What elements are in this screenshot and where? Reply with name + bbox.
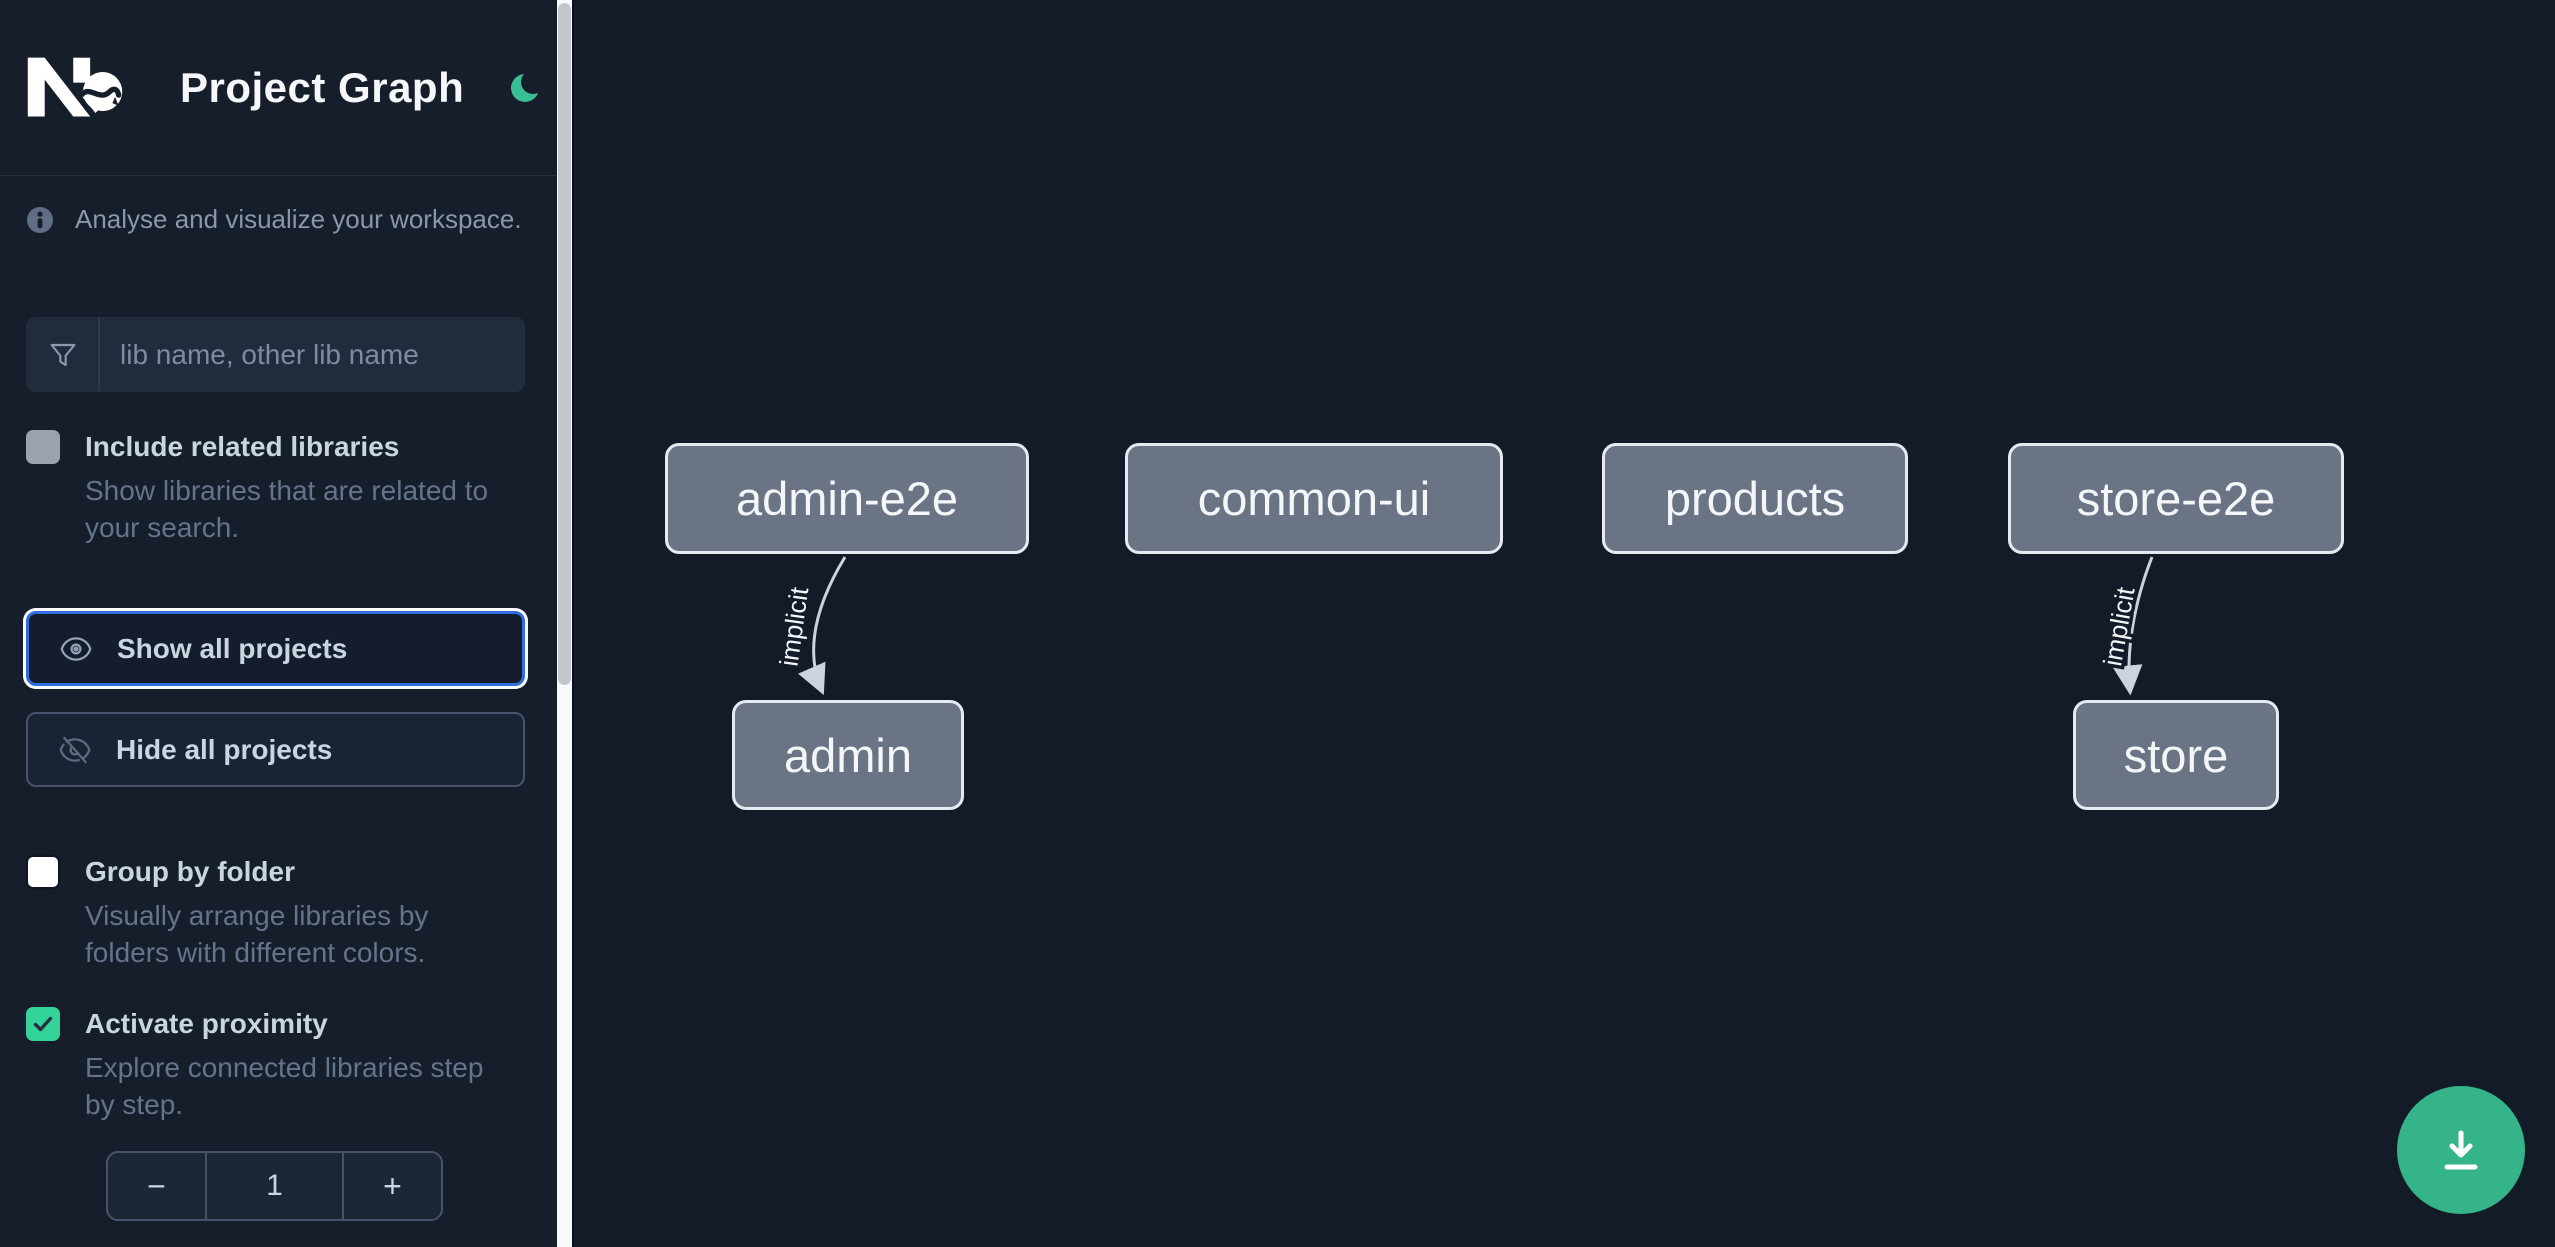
sidebar-scrollbar-track [557, 0, 572, 1247]
edge-admin-e2e-to-admin [798, 556, 847, 696]
proximity-depth-value[interactable]: 1 [266, 1169, 283, 1202]
group-by-folder-checkbox[interactable] [26, 855, 60, 889]
filter-box [26, 317, 525, 392]
graph-edges: implicit implicit [770, 556, 2154, 696]
include-related-group: Include related libraries Show libraries… [26, 430, 531, 546]
edge-label-implicit: implicit [2097, 584, 2140, 668]
graph-node-store[interactable]: store [2073, 700, 2279, 810]
hide-all-projects-label: Hide all projects [116, 733, 333, 765]
group-by-folder-description: Visually arrange libraries by folders wi… [85, 900, 429, 968]
theme-toggle-moon-icon[interactable] [508, 69, 546, 106]
activate-proximity-label[interactable]: Activate proximity [85, 1008, 328, 1039]
decrement-button[interactable]: − [108, 1153, 207, 1219]
include-related-label[interactable]: Include related libraries [85, 431, 400, 462]
increment-button[interactable]: + [342, 1153, 441, 1219]
group-by-folder-label[interactable]: Group by folder [85, 856, 295, 887]
sidebar-content: Analyse and visualize your workspace. In… [0, 204, 557, 1221]
graph-canvas[interactable]: implicit implicit admin-e2e common-ui pr… [572, 0, 2555, 1247]
show-all-projects-label: Show all projects [117, 632, 348, 664]
download-icon [2434, 1123, 2488, 1177]
proximity-depth-stepper: − 1 + [106, 1151, 443, 1221]
activate-proximity-description: Explore connected libraries step by step… [85, 1052, 484, 1120]
funnel-icon [27, 318, 100, 391]
workspace-info-text: Analyse and visualize your workspace. [75, 204, 522, 234]
workspace-info-row: Analyse and visualize your workspace. [26, 204, 531, 235]
nx-logo [26, 48, 126, 128]
sidebar-header: Project Graph [0, 0, 557, 176]
graph-node-common-ui[interactable]: common-ui [1125, 443, 1503, 554]
include-related-checkbox[interactable] [26, 430, 60, 464]
group-by-folder-group: Group by folder Visually arrange librari… [26, 855, 531, 971]
info-icon [26, 206, 54, 234]
download-image-button[interactable] [2397, 1086, 2525, 1214]
hide-all-projects-button[interactable]: Hide all projects [26, 712, 525, 787]
filter-input[interactable] [100, 318, 524, 391]
edge-label-implicit: implicit [774, 585, 815, 669]
eye-slash-icon [58, 733, 92, 767]
activate-proximity-group: Activate proximity Explore connected lib… [26, 1007, 531, 1123]
edge-store-e2e-to-store [2112, 556, 2154, 696]
page-title: Project Graph [180, 63, 465, 111]
graph-node-admin-e2e[interactable]: admin-e2e [665, 443, 1029, 554]
eye-icon [59, 632, 93, 666]
graph-node-admin[interactable]: admin [732, 700, 964, 810]
graph-node-products[interactable]: products [1602, 443, 1908, 554]
sidebar-scrollbar-thumb[interactable] [558, 3, 571, 685]
activate-proximity-checkbox[interactable] [26, 1007, 60, 1041]
show-all-projects-button[interactable]: Show all projects [26, 611, 525, 686]
sidebar: Project Graph Analyse and visualize your… [0, 0, 557, 1247]
include-related-description: Show libraries that are related to your … [85, 475, 489, 543]
graph-node-store-e2e[interactable]: store-e2e [2008, 443, 2344, 554]
